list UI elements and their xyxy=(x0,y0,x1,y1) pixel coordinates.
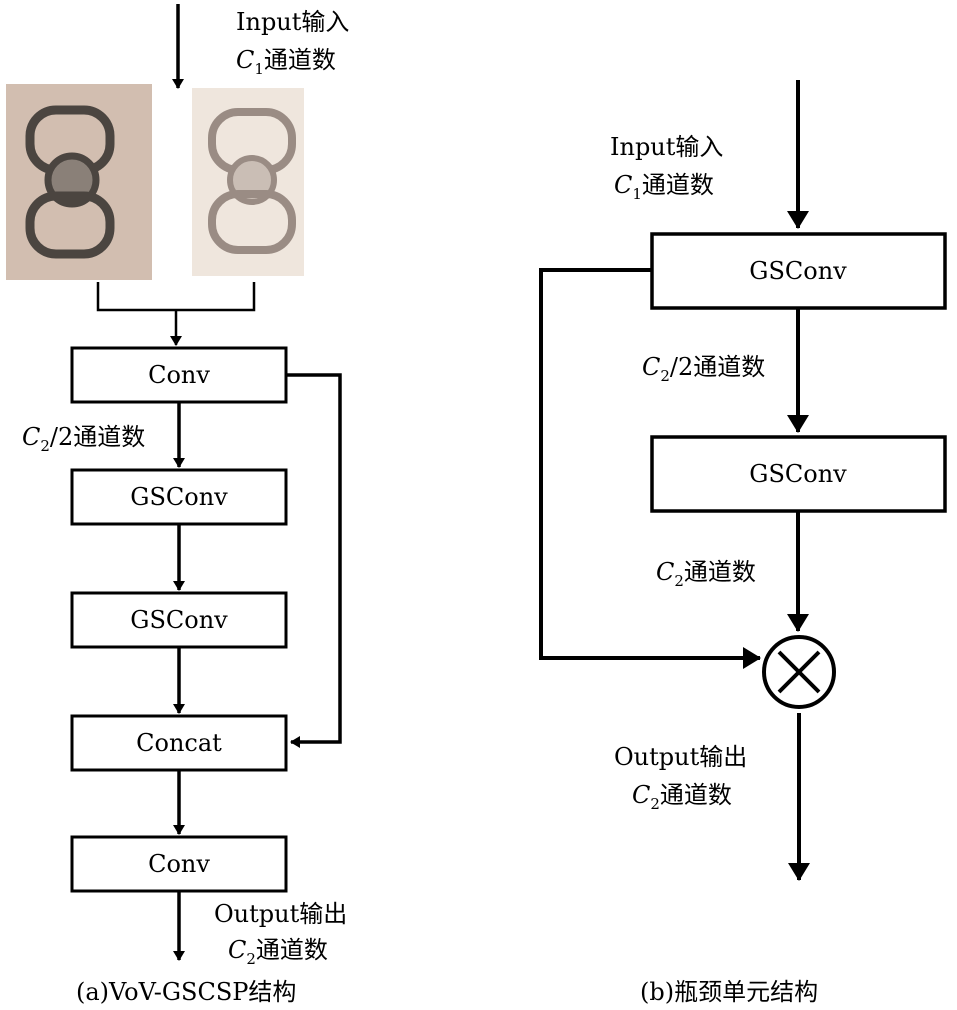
conv-box-2 xyxy=(70,835,288,893)
input-channels-a: C1通道数 xyxy=(236,46,336,78)
pull-tab-photo-icon xyxy=(6,84,152,280)
gsconv-label-b1: GSConv xyxy=(749,257,847,285)
conv-label-1: Conv xyxy=(148,361,210,389)
output-channels-a: C2通道数 xyxy=(228,936,328,968)
panel-b: Input输入 C1通道数 GSConv C2/2通道数 GSConv C2通道… xyxy=(539,80,947,1006)
gsconv-label-2: GSConv xyxy=(130,606,228,634)
caption-b: (b)瓶颈单元结构 xyxy=(640,978,818,1006)
input-label-a: Input输入 xyxy=(236,8,349,36)
concat-label: Concat xyxy=(136,729,222,757)
circled-times-icon xyxy=(762,635,836,709)
concat-box xyxy=(70,714,288,772)
panel-a: Input输入 C1通道数 Conv C2/2通道数 GSConv xyxy=(6,4,349,1006)
pull-tab-photo-enhanced-icon xyxy=(192,88,304,276)
caption-a: (a)VoV-GSCSP结构 xyxy=(76,978,296,1006)
pre-mult-channels-b: C2通道数 xyxy=(656,558,756,590)
gsconv-box-2 xyxy=(70,591,288,649)
skip-connection-a xyxy=(286,373,342,748)
input-label-b: Input输入 xyxy=(610,133,723,161)
input-channels-b: C1通道数 xyxy=(614,171,714,203)
merge-bracket xyxy=(96,282,256,312)
gsconv-box-b1 xyxy=(650,232,947,310)
residual-connection-b xyxy=(539,268,761,669)
conv-box-1 xyxy=(70,346,288,404)
gsconv-label-b2: GSConv xyxy=(749,460,847,488)
output-label-b: Output输出 xyxy=(614,743,747,771)
gsconv-label-1: GSConv xyxy=(130,483,228,511)
mid-channels-a: C2/2通道数 xyxy=(22,423,145,455)
gsconv-box-1 xyxy=(70,468,288,526)
mid-channels-b: C2/2通道数 xyxy=(642,353,765,385)
conv-label-2: Conv xyxy=(148,850,210,878)
output-label-a: Output输出 xyxy=(214,900,347,928)
output-channels-b: C2通道数 xyxy=(632,781,732,813)
